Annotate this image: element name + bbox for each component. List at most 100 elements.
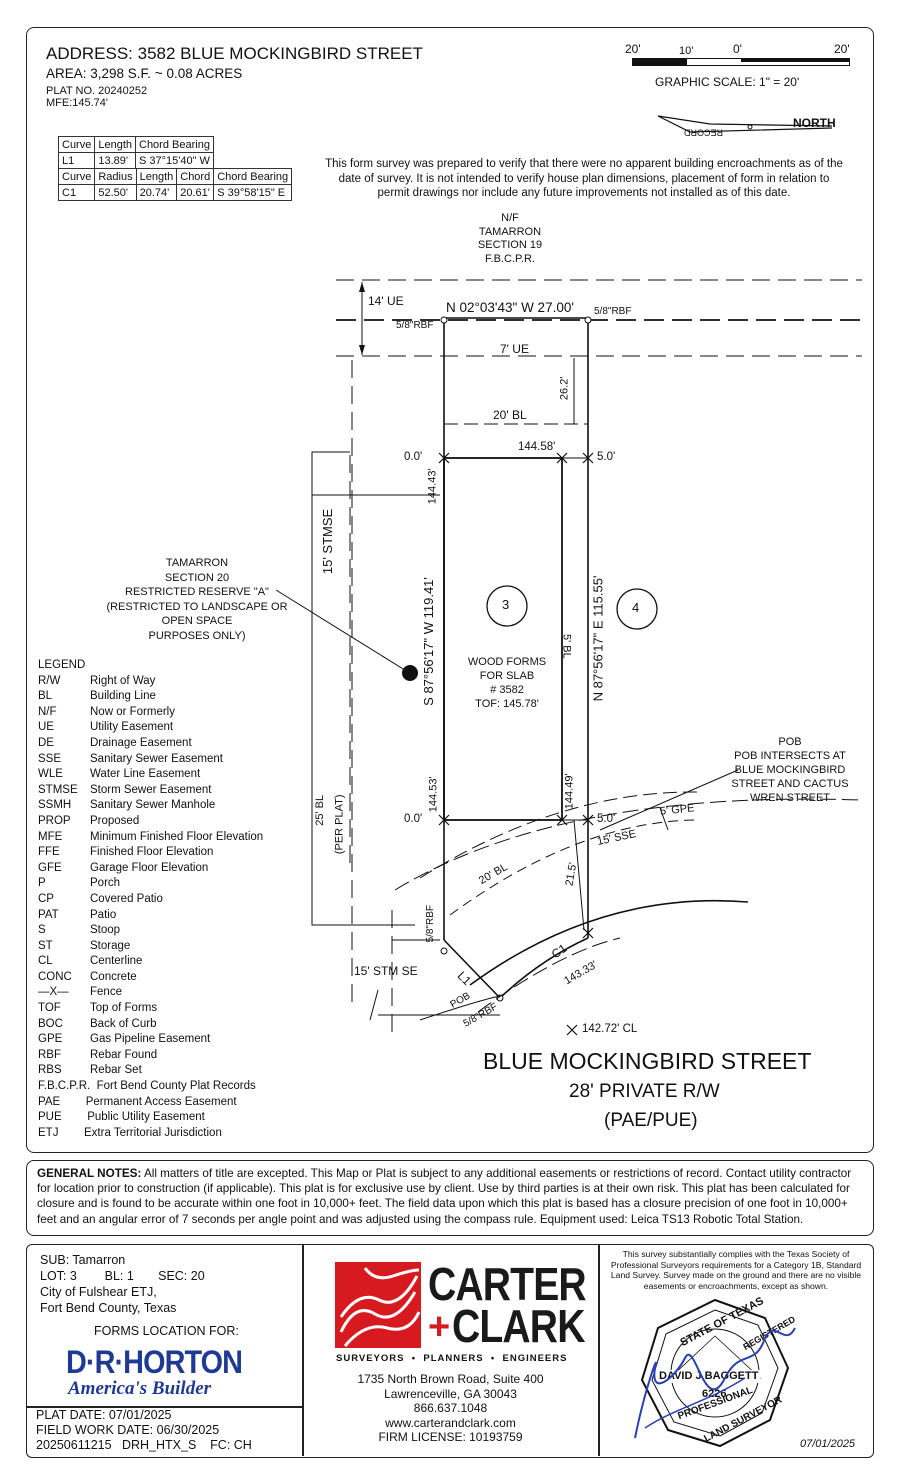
table-cell: C1 <box>57 184 96 201</box>
per-plat-label: (PER PLAT) <box>333 794 346 855</box>
legend-meaning: Minimum Finished Floor Elevation <box>90 830 264 843</box>
pob-line: POB INTERSECTS AT <box>734 750 846 762</box>
offset-bot-left: 0.0' <box>404 813 423 825</box>
legend-item: P Porch <box>38 876 263 892</box>
legend-abbrev: P <box>38 877 46 890</box>
legend-item: WLE Water Line Easement <box>38 767 263 783</box>
legend-abbrev: RBS <box>38 1064 62 1077</box>
firm-address-1: 1735 North Brown Road, Suite 400 <box>357 1372 544 1386</box>
legend-item: GPE Gas Pipeline Easement <box>38 1032 263 1048</box>
legend-abbrev: GFE <box>38 861 62 874</box>
legend-abbrev: —X— <box>38 986 69 999</box>
left-bot-length: 144.53' <box>427 776 440 813</box>
city-text: City of Fulshear ETJ, <box>40 1285 157 1299</box>
address-title: ADDRESS: 3582 BLUE MOCKINGBIRD STREET <box>46 44 423 63</box>
legend-abbrev: GPE <box>38 1033 63 1046</box>
legend-abbrev: CP <box>38 892 54 905</box>
county-text: Fort Bend County, Texas <box>40 1301 177 1315</box>
bl25-label: 25' BL <box>314 794 327 826</box>
legend-meaning: Proposed <box>90 814 140 827</box>
survey-frame <box>26 27 874 1153</box>
pob-line: WREN STREET <box>749 792 831 804</box>
dim-26: 26.2' <box>558 376 571 401</box>
pob-line: BLUE MOCKINGBIRD <box>734 764 846 776</box>
legend-meaning: Fence <box>90 986 122 999</box>
brand-tagline: SURVEYORS • PLANNERS • ENGINEERS <box>336 1353 568 1364</box>
table-header-cell: Chord Bearing <box>135 136 214 153</box>
legend-meaning: Porch <box>90 877 121 890</box>
right-bearing: N 87°56'17" E 115.55' <box>590 575 606 702</box>
legend-abbrev: FFE <box>38 846 60 859</box>
legend-meaning: Stoop <box>90 924 121 937</box>
carter-clark-logo-mark <box>335 1262 421 1348</box>
table-cell: 20.74' <box>135 184 178 201</box>
slab-line: # 3582 <box>490 684 524 696</box>
brand-clark: CLARK <box>452 1300 585 1352</box>
stmse15-bot-label: 15' STM SE <box>354 964 418 978</box>
legend-meaning: Building Line <box>90 690 156 703</box>
nf-line: TAMARRON <box>478 225 542 238</box>
legend-title: LEGEND <box>38 659 86 671</box>
pob-label: POB POB INTERSECTS AT BLUE MOCKINGBIRD S… <box>722 735 858 805</box>
ue7-label: 7' UE <box>500 342 529 356</box>
general-notes-text: All matters of title are excepted. This … <box>37 1167 852 1226</box>
surveyor-statement: This survey substantially complies with … <box>600 1249 872 1291</box>
firm-contact: 1735 North Brown Road, Suite 400 Lawrenc… <box>303 1372 598 1445</box>
legend-abbrev: TOF <box>38 1002 61 1015</box>
forms-location-for: FORMS LOCATION FOR: <box>94 1324 239 1338</box>
form-top-length: 144.58' <box>518 441 556 453</box>
rbf-left-bot: 5/8"RBF <box>424 905 436 943</box>
legend-abbrev: S <box>38 924 46 937</box>
footer-divider-3 <box>27 1406 302 1408</box>
legend-abbrev: UE <box>38 721 54 734</box>
statement-line: easements or encroachments, except as sh… <box>643 1280 829 1291</box>
legend-item: PUE Public Utility Easement <box>38 1111 205 1124</box>
horton-tagline: America's Builder <box>68 1378 212 1399</box>
nf-label: N/F TAMARRON SECTION 19 F.B.C.P.R. <box>460 212 560 266</box>
footer-divider-1 <box>302 1245 304 1456</box>
legend-abbrev: WLE <box>38 768 63 781</box>
statement-line: This survey substantially complies with … <box>622 1249 850 1259</box>
legend-meaning: Gas Pipeline Easement <box>90 1033 211 1046</box>
legend-meaning: Back of Curb <box>90 1017 157 1030</box>
legend-abbrev: R/W <box>38 674 61 687</box>
lot-3-number: 3 <box>502 597 510 612</box>
legend-meaning: Patio <box>90 908 117 921</box>
pob-line: POB <box>778 736 802 748</box>
legend-abbrev: MFE <box>38 830 63 843</box>
legend-item: PAE Permanent Access Easement <box>38 1095 237 1108</box>
surveyor-signature <box>634 1327 796 1439</box>
legend-item: CL Centerline <box>38 954 263 970</box>
firm-phone: 866.637.1048 <box>413 1401 488 1415</box>
legend-item: S Stoop <box>38 923 263 939</box>
nf-line: N/F <box>501 212 519 224</box>
legend-meaning: Water Line Easement <box>90 768 201 781</box>
job-number-line: 20250611215 DRH_HTX_S FC: CH <box>36 1438 252 1452</box>
legend-abbrev: ST <box>38 939 53 952</box>
reserve-line: PURPOSES ONLY) <box>148 629 246 642</box>
disclaimer-line: date of survey. It is not intended to ve… <box>338 172 830 185</box>
left-top-length: 144.43' <box>426 468 439 505</box>
legend-abbrev: CL <box>38 955 53 968</box>
left-bearing: S 87°56'17" W 119.41' <box>420 577 436 706</box>
plat-date: PLAT DATE: 07/01/2025 <box>36 1408 172 1422</box>
firm-website[interactable]: www.carterandclark.com <box>385 1415 516 1430</box>
legend-meaning: Centerline <box>90 955 143 968</box>
reserve-label: TAMARRON SECTION 20 RESTRICTED RESERVE "… <box>98 556 296 643</box>
footer-divider-2 <box>598 1245 600 1456</box>
reserve-line: OPEN SPACE <box>161 615 233 627</box>
legend-meaning: Drainage Easement <box>90 736 192 749</box>
legend-meaning: Storm Sewer Easement <box>90 783 212 796</box>
offset-top-right: 5.0' <box>597 451 616 463</box>
disclaimer-line: This form survey was prepared to verify … <box>325 158 843 170</box>
